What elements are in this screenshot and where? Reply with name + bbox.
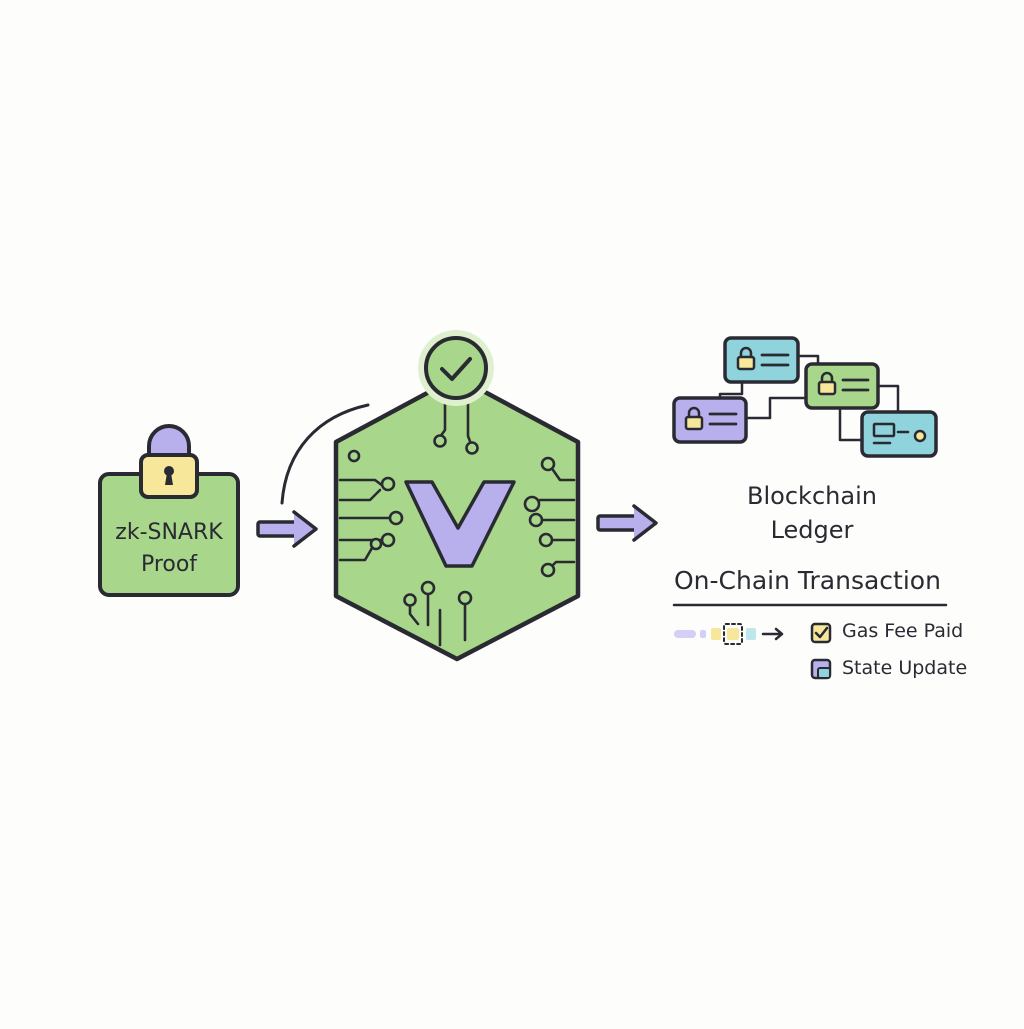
proof-card	[98, 424, 240, 597]
check-box-icon	[810, 622, 832, 644]
ledger-block-teal	[723, 336, 800, 384]
transaction-title: On-Chain Transaction	[674, 566, 941, 595]
state-update-icon	[810, 658, 832, 680]
arrow-right-icon-2	[596, 504, 658, 542]
circuit-nodes	[347, 434, 556, 607]
arrow-right-icon	[256, 510, 318, 548]
data-flow-icon	[674, 623, 784, 645]
ledger-block-card	[860, 410, 938, 458]
ledger-title-line1: Blockchain	[747, 482, 877, 510]
state-update-label: State Update	[842, 657, 968, 679]
circuit-traces	[338, 388, 576, 647]
proof-title-line1: zk-SNARK	[115, 520, 223, 545]
ledger-block-green	[804, 362, 880, 410]
gas-fee-label: Gas Fee Paid	[842, 620, 964, 642]
lock-shackle	[147, 424, 191, 458]
ledger-block-purple	[672, 396, 748, 444]
proof-title-line2: Proof	[140, 552, 198, 577]
check-badge-icon	[418, 330, 494, 406]
v-logo-icon	[404, 480, 516, 568]
curved-connector	[280, 403, 370, 505]
verifier-hexagon	[333, 374, 581, 662]
ledger-title-line2: Ledger	[770, 516, 854, 544]
